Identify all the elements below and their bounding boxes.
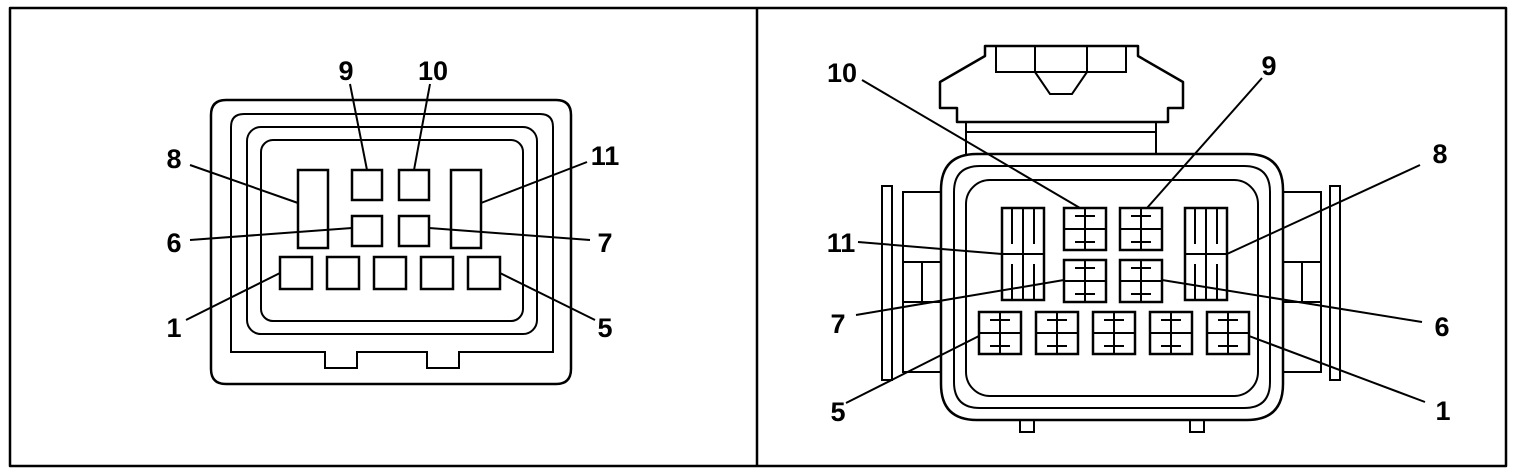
right-pin-labels: 10 9 8 11 7 6 5 1 — [827, 51, 1451, 427]
right-pin-6 — [1118, 258, 1164, 304]
right-pin-2 — [1148, 310, 1194, 356]
right-label-10: 10 — [827, 58, 857, 88]
right-pin-3 — [1091, 310, 1137, 356]
left-leader-lines — [185, 83, 596, 321]
right-label-1: 1 — [1435, 396, 1450, 426]
left-pin-labels: 8 6 1 9 10 11 7 5 — [166, 56, 619, 343]
right-pin-11 — [1000, 206, 1046, 302]
left-label-6: 6 — [166, 228, 181, 258]
left-pin-11 — [449, 168, 483, 250]
right-label-9: 9 — [1261, 51, 1276, 81]
right-connector-view: 10 9 8 11 7 6 5 1 — [827, 44, 1451, 433]
left-label-10: 10 — [418, 56, 448, 86]
left-label-1: 1 — [166, 313, 181, 343]
right-label-8: 8 — [1432, 139, 1447, 169]
right-label-7: 7 — [830, 309, 845, 339]
left-pin-8 — [296, 168, 330, 250]
right-connector-housing — [881, 44, 1341, 433]
left-pin-2 — [325, 255, 361, 291]
left-connector-housing — [209, 98, 573, 386]
left-pin-5 — [466, 255, 502, 291]
right-label-6: 6 — [1434, 312, 1449, 342]
right-label-5: 5 — [830, 397, 845, 427]
right-pin-1 — [1205, 310, 1251, 356]
left-pin-9 — [350, 168, 384, 202]
left-label-7: 7 — [597, 228, 612, 258]
right-pin-5 — [977, 310, 1023, 356]
right-pin-9 — [1118, 206, 1164, 252]
left-pin-10 — [397, 168, 431, 202]
right-pin-10 — [1062, 206, 1108, 252]
left-connector-view: 8 6 1 9 10 11 7 5 — [166, 56, 619, 386]
left-pin-cavities — [278, 168, 502, 291]
left-pin-3 — [372, 255, 408, 291]
left-pin-1 — [278, 255, 314, 291]
right-leader-lines — [845, 77, 1426, 404]
left-pin-4 — [419, 255, 455, 291]
left-label-11: 11 — [591, 141, 620, 171]
right-pin-7 — [1062, 258, 1108, 304]
right-label-11: 11 — [827, 228, 856, 258]
right-pin-4 — [1034, 310, 1080, 356]
left-label-8: 8 — [166, 144, 181, 174]
left-label-5: 5 — [597, 313, 612, 343]
left-label-9: 9 — [338, 56, 353, 86]
left-pin-6 — [350, 214, 384, 248]
right-pin-cavities — [977, 206, 1251, 356]
left-pin-7 — [397, 214, 431, 248]
